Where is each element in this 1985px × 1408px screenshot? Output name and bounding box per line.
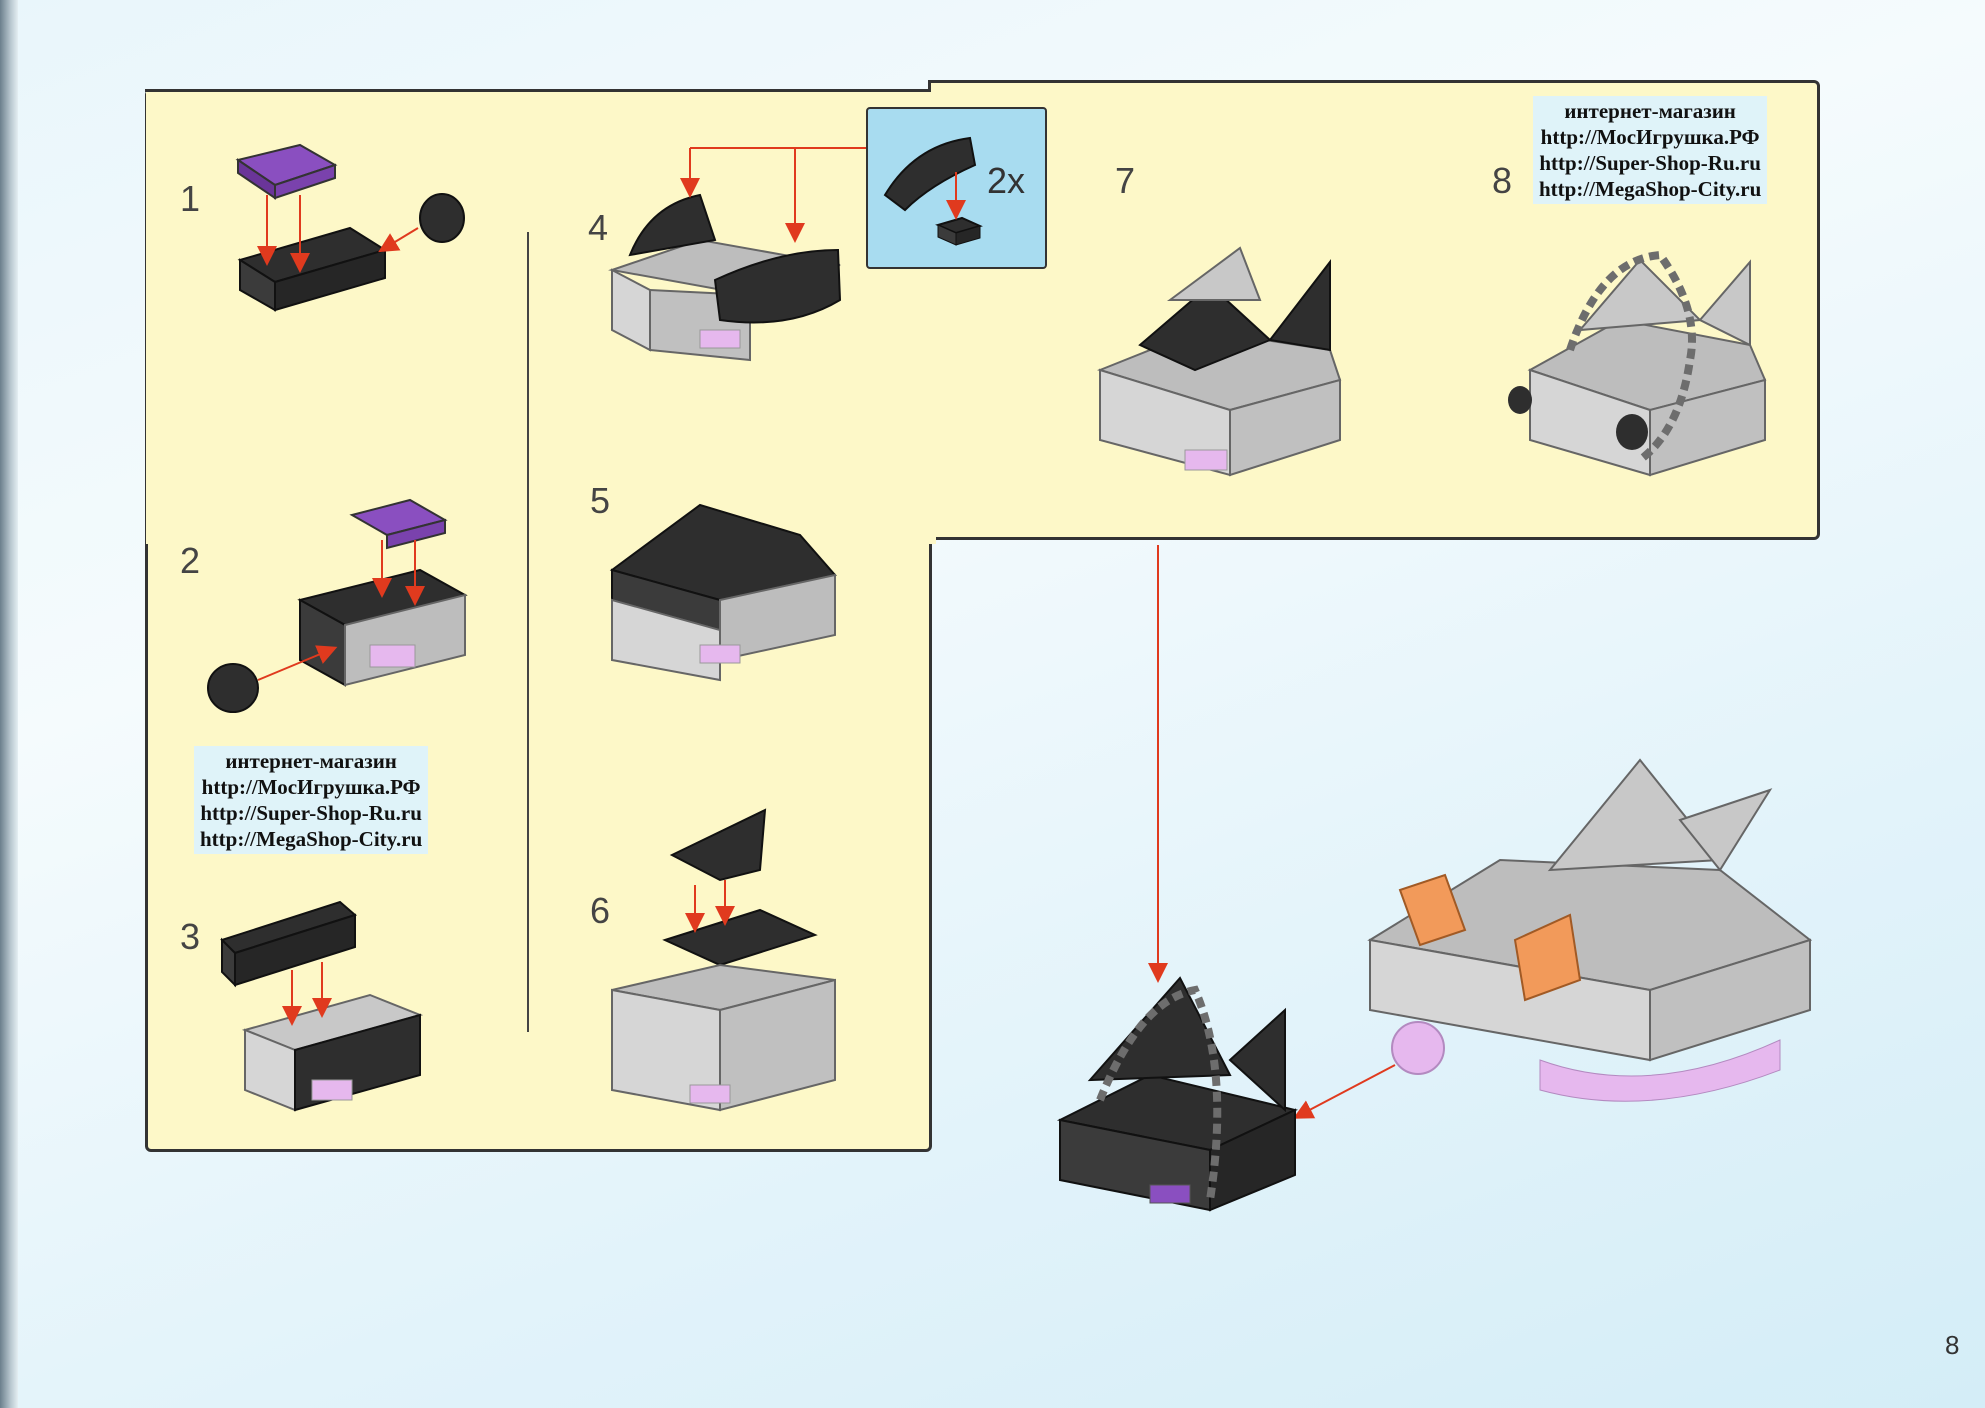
step-number-4: 4 [588,207,609,248]
column-divider [527,232,529,1032]
shop-link: http://Super-Shop-Ru.ru [200,801,422,825]
shop-title: интернет-магазин [225,749,397,773]
shop-link: http://МосИгрушка.РФ [1540,125,1760,149]
step-3-model [220,900,424,1112]
step-number-7: 7 [1115,160,1136,201]
step-number-8: 8 [1492,160,1513,201]
page-number: 8 [1945,1330,1960,1360]
panel-border-step [928,80,931,92]
callout-parts [883,136,983,246]
step-5-model [609,503,837,682]
step-number-6: 6 [590,890,611,931]
step-6-model [611,808,836,1112]
shop-block-right: интернет-магазин http://МосИгрушка.РФ ht… [1533,96,1768,204]
book-spine [0,0,18,1408]
callout-count: 2x [987,160,1026,201]
step-number-3: 3 [180,916,201,957]
step-number-2: 2 [180,540,201,581]
shop-link: http://Super-Shop-Ru.ru [1539,151,1761,175]
step-2-model [207,498,468,713]
step-number-1: 1 [180,178,201,219]
shop-link: http://МосИгрушка.РФ [201,775,421,799]
final-model [1056,758,1813,1212]
step-number-5: 5 [590,480,611,521]
step-8-model [1508,250,1767,477]
shop-link: http://MegaShop-City.ru [200,827,423,851]
step-1-model [235,143,465,312]
shop-block-left: интернет-магазин http://МосИгрушка.РФ ht… [194,746,429,854]
step-4-model [608,147,866,362]
shop-title: интернет-магазин [1564,99,1736,123]
shop-link: http://MegaShop-City.ru [1539,177,1762,201]
step-7-model [1096,246,1342,477]
panel-border-top [145,89,930,92]
